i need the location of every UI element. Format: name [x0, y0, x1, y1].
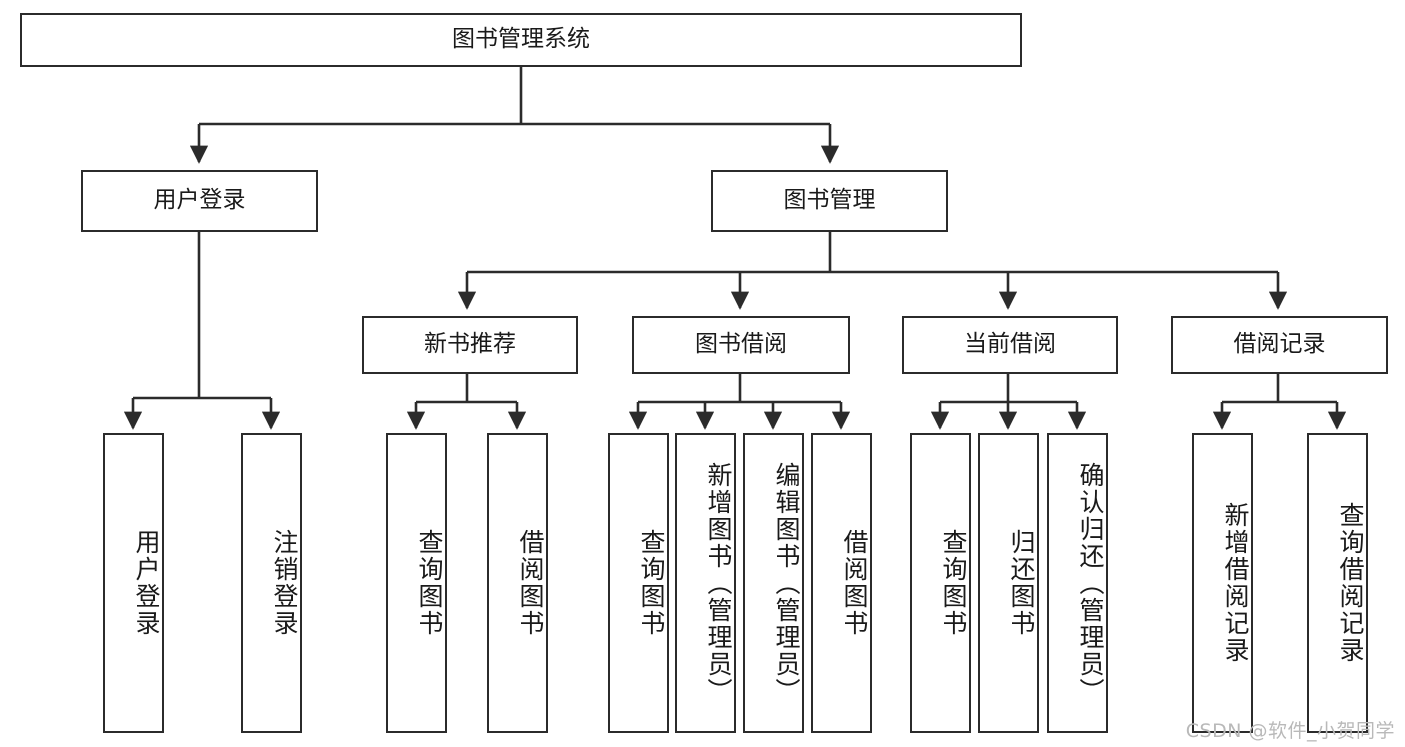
- leaf-new-book-query[interactable]: 查询图书: [386, 433, 447, 733]
- leaf-borrow-query-book[interactable]: 查询图书: [608, 433, 669, 733]
- node-borrow-records-label: 借阅记录: [1233, 331, 1326, 358]
- leaf-new-book-borrow-label: 借阅图书: [516, 529, 545, 637]
- node-new-book-recommendation-label: 新书推荐: [424, 331, 516, 358]
- node-book-borrowing[interactable]: 图书借阅: [632, 316, 850, 374]
- leaf-user-login-signin[interactable]: 用户登录: [103, 433, 164, 733]
- node-root-label: 图书管理系统: [452, 26, 590, 53]
- node-book-management[interactable]: 图书管理: [711, 170, 948, 232]
- leaf-user-login-signin-label: 用户登录: [132, 529, 161, 637]
- leaf-records-add-record-label: 新增借阅记录: [1221, 502, 1250, 664]
- node-current-borrowing[interactable]: 当前借阅: [902, 316, 1118, 374]
- leaf-borrow-borrow-book-label: 借阅图书: [840, 529, 869, 637]
- leaf-borrow-edit-book-admin-label: 编辑图书（管理员）: [772, 461, 801, 705]
- leaf-borrow-query-book-label: 查询图书: [637, 529, 666, 637]
- leaf-borrow-edit-book-admin[interactable]: 编辑图书（管理员）: [743, 433, 804, 733]
- node-new-book-recommendation[interactable]: 新书推荐: [362, 316, 578, 374]
- node-root[interactable]: 图书管理系统: [20, 13, 1022, 67]
- leaf-current-confirm-return-admin[interactable]: 确认归还（管理员）: [1047, 433, 1108, 733]
- leaf-new-book-borrow[interactable]: 借阅图书: [487, 433, 548, 733]
- leaf-records-query-record-label: 查询借阅记录: [1336, 502, 1365, 664]
- node-current-borrowing-label: 当前借阅: [964, 331, 1056, 358]
- leaf-user-login-signout-label: 注销登录: [270, 529, 299, 637]
- leaf-borrow-borrow-book[interactable]: 借阅图书: [811, 433, 872, 733]
- node-user-login-label: 用户登录: [153, 187, 246, 214]
- leaf-borrow-add-book-admin[interactable]: 新增图书（管理员）: [675, 433, 736, 733]
- leaf-current-query-book[interactable]: 查询图书: [910, 433, 971, 733]
- node-book-borrowing-label: 图书借阅: [695, 331, 787, 358]
- leaf-current-return-book[interactable]: 归还图书: [978, 433, 1039, 733]
- leaf-current-confirm-return-admin-label: 确认归还（管理员）: [1076, 461, 1105, 705]
- leaf-current-return-book-label: 归还图书: [1007, 529, 1036, 637]
- leaf-user-login-signout[interactable]: 注销登录: [241, 433, 302, 733]
- leaf-records-add-record[interactable]: 新增借阅记录: [1192, 433, 1253, 733]
- node-user-login[interactable]: 用户登录: [81, 170, 318, 232]
- leaf-records-query-record[interactable]: 查询借阅记录: [1307, 433, 1368, 733]
- leaf-new-book-query-label: 查询图书: [415, 529, 444, 637]
- node-borrow-records[interactable]: 借阅记录: [1171, 316, 1388, 374]
- leaf-current-query-book-label: 查询图书: [939, 529, 968, 637]
- node-book-management-label: 图书管理: [783, 187, 876, 214]
- leaf-borrow-add-book-admin-label: 新增图书（管理员）: [704, 461, 733, 705]
